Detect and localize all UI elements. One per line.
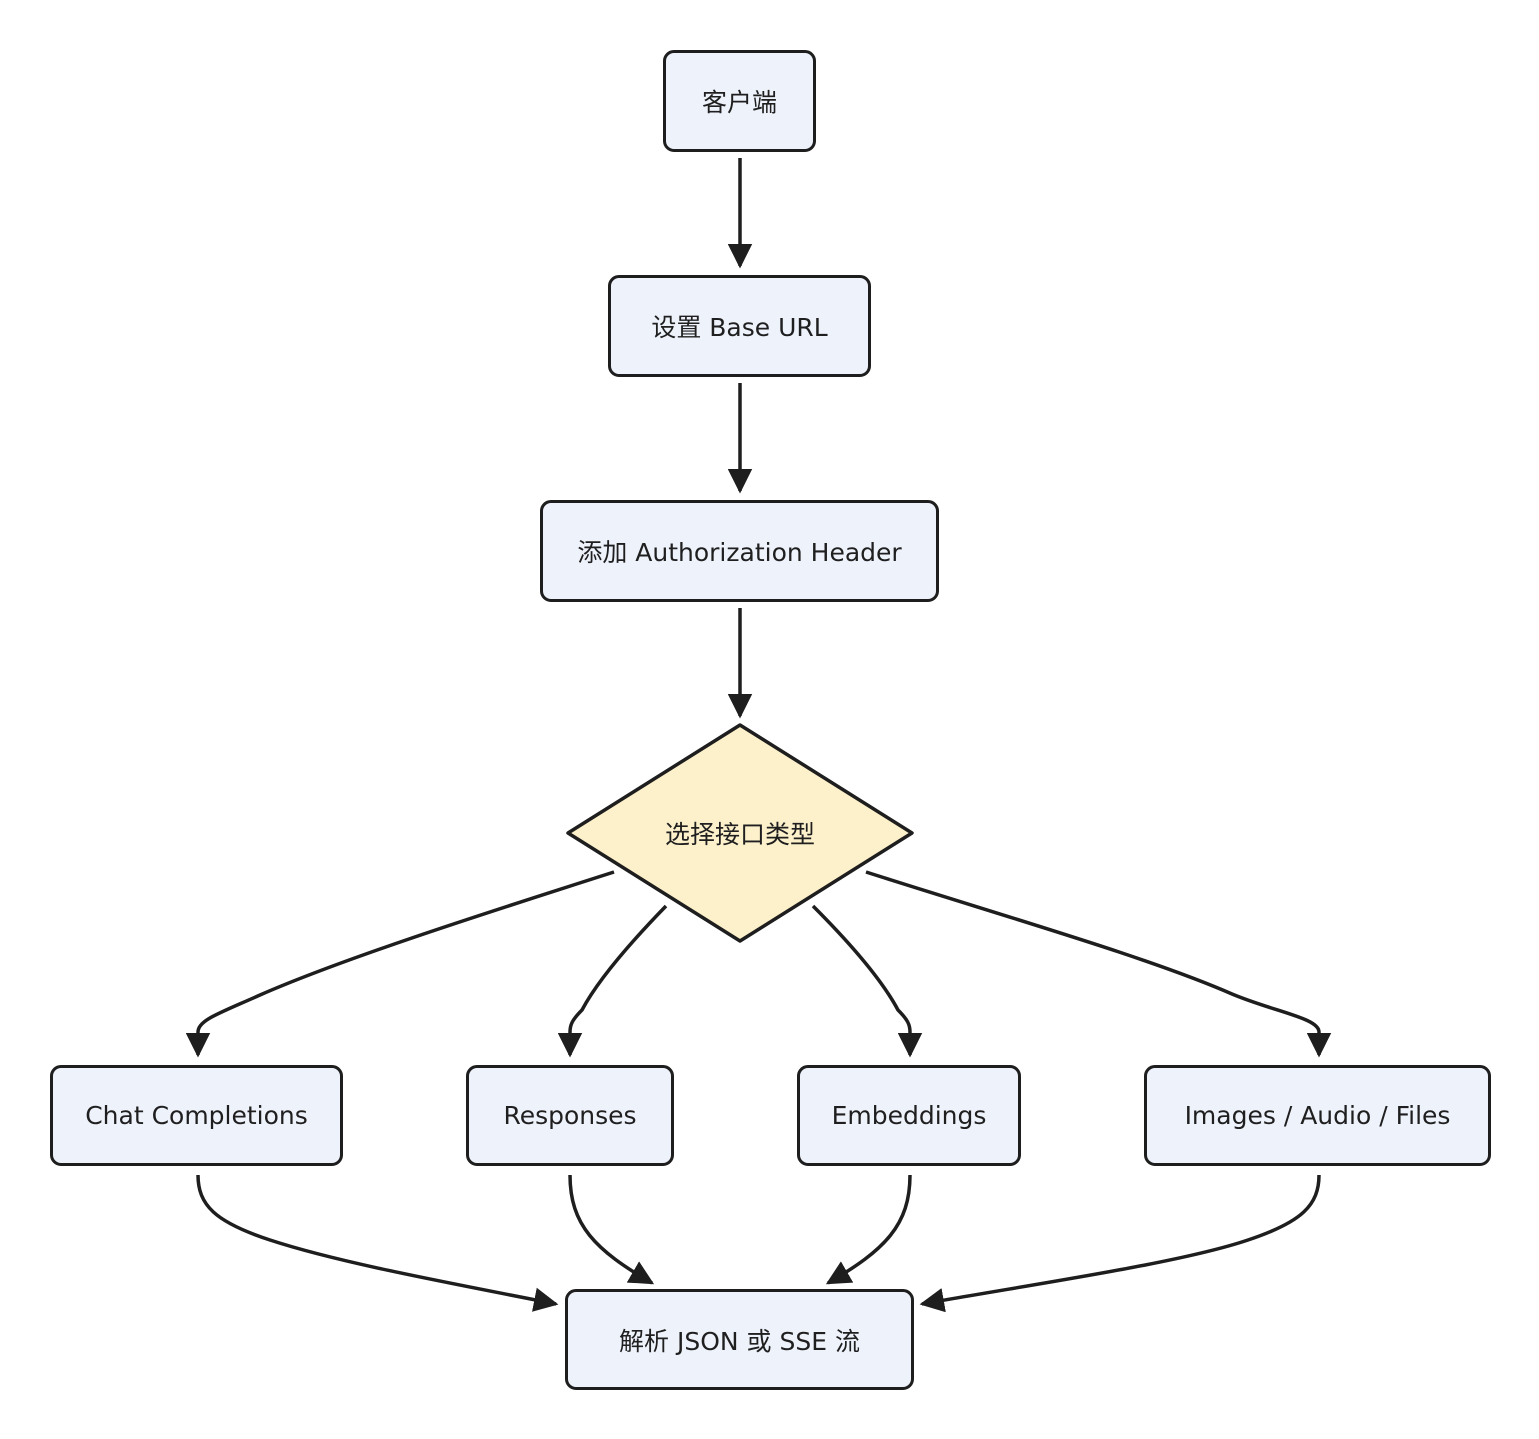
node-auth-header: 添加 Authorization Header [540, 500, 939, 602]
node-images-audio-files-label: Images / Audio / Files [1184, 1101, 1451, 1130]
edge-responses-to-parse [568, 1174, 655, 1285]
node-chat-completions-label: Chat Completions [85, 1101, 308, 1130]
node-chat-completions: Chat Completions [50, 1065, 343, 1166]
edge-decision-to-embeddings [811, 904, 923, 1058]
node-responses: Responses [466, 1065, 674, 1166]
decision-diamond [566, 723, 914, 943]
node-images-audio-files: Images / Audio / Files [1144, 1065, 1491, 1166]
node-parse: 解析 JSON 或 SSE 流 [565, 1289, 914, 1390]
node-embeddings: Embeddings [797, 1065, 1021, 1166]
decision-label: 选择接口类型 [664, 820, 815, 849]
edge-embeddings-to-parse [825, 1174, 912, 1285]
edge-decision-to-images [865, 870, 1332, 1058]
edge-chat-to-parse [196, 1174, 559, 1312]
node-base-url: 设置 Base URL [608, 275, 871, 377]
node-parse-label: 解析 JSON 或 SSE 流 [619, 1326, 860, 1356]
node-embeddings-label: Embeddings [831, 1101, 987, 1130]
edge-decision-to-responses [557, 904, 668, 1058]
node-client: 客户端 [663, 50, 816, 152]
node-responses-label: Responses [503, 1101, 637, 1130]
decision-label-box: 选择接口类型 [568, 725, 912, 941]
node-auth-header-label: 添加 Authorization Header [577, 538, 902, 567]
node-base-url-label: 设置 Base URL [651, 313, 828, 342]
node-client-label: 客户端 [701, 88, 777, 117]
edge-decision-to-chat [185, 870, 615, 1058]
edge-images-to-parse [919, 1174, 1321, 1313]
